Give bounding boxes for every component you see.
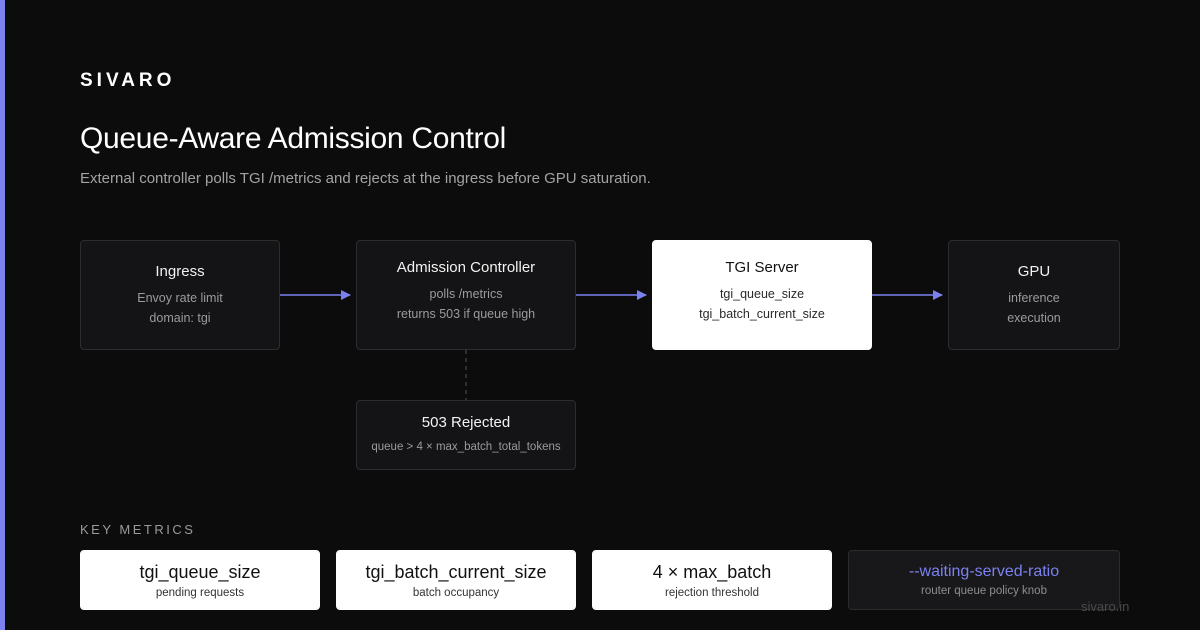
controller-line-1: polls /metrics	[429, 286, 503, 301]
gpu-title: GPU	[1017, 262, 1051, 280]
rejected-line-1: queue > 4 × max_batch_total_tokens	[371, 440, 561, 453]
gpu-line-2: execution	[1007, 310, 1061, 325]
accent-bar	[0, 0, 5, 630]
ingress-node: Ingress Envoy rate limit domain: tgi	[80, 240, 280, 350]
ingress-line-2: domain: tgi	[149, 310, 211, 325]
metric-value: tgi_queue_size	[139, 561, 261, 582]
controller-title: Admission Controller	[396, 258, 536, 276]
tgi-title: TGI Server	[725, 258, 799, 276]
metric-label: batch occupancy	[412, 586, 500, 599]
metric-card-waiting-ratio: --waiting-served-ratio router queue poli…	[848, 550, 1120, 610]
metric-label: router queue policy knob	[921, 585, 1047, 597]
metric-value: tgi_batch_current_size	[365, 561, 547, 582]
gpu-line-1: inference	[1008, 290, 1060, 305]
metric-value: 4 × max_batch	[652, 561, 772, 582]
key-metrics-label: KEY METRICS	[80, 522, 196, 537]
rejected-node: 503 Rejected queue > 4 × max_batch_total…	[356, 400, 576, 470]
metric-value: --waiting-served-ratio	[908, 563, 1060, 580]
controller-line-2: returns 503 if queue high	[396, 306, 536, 321]
tgi-line-1: tgi_queue_size	[719, 286, 805, 301]
tgi-line-2: tgi_batch_current_size	[699, 306, 825, 321]
tgi-server-node: TGI Server tgi_queue_size tgi_batch_curr…	[652, 240, 872, 350]
metric-card-queue-size: tgi_queue_size pending requests	[80, 550, 320, 610]
metric-card-threshold: 4 × max_batch rejection threshold	[592, 550, 832, 610]
footer-url: sivaro.in	[1081, 599, 1130, 614]
admission-controller-node: Admission Controller polls /metrics retu…	[356, 240, 576, 350]
brand-logo: SIVARO	[80, 70, 176, 91]
metric-label: pending requests	[155, 586, 245, 599]
ingress-title: Ingress	[155, 262, 205, 280]
page-subtitle: External controller polls TGI /metrics a…	[80, 170, 651, 187]
page-title: Queue-Aware Admission Control	[80, 122, 506, 155]
metric-card-batch-size: tgi_batch_current_size batch occupancy	[336, 550, 576, 610]
metric-label: rejection threshold	[665, 586, 759, 599]
rejected-title: 503 Rejected	[421, 413, 511, 431]
gpu-node: GPU inference execution	[948, 240, 1120, 350]
ingress-line-1: Envoy rate limit	[137, 290, 223, 305]
